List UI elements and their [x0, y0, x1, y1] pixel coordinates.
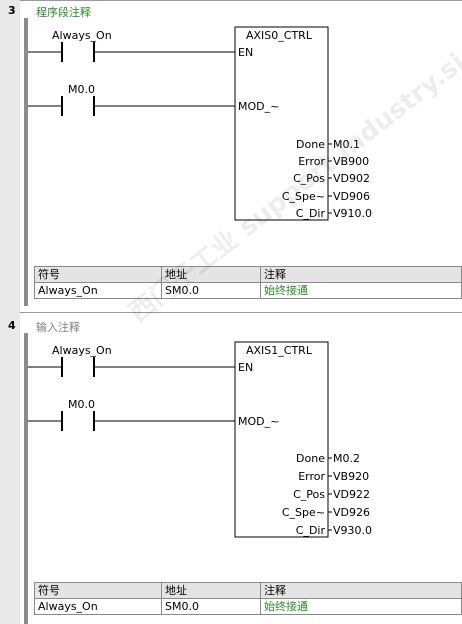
block-4-input-mod: MOD_~: [238, 415, 280, 428]
network-4-power-rail: [24, 333, 28, 624]
network-3-comment[interactable]: 程序段注释: [36, 6, 91, 19]
network-3-separator: [20, 0, 462, 1]
network-4-symbol-table: 符号 地址 注释 Always_On SM0.0 始终接通: [34, 582, 462, 615]
block-4-value-cspe[interactable]: VD926: [333, 506, 370, 519]
block-4-value-done[interactable]: M0.2: [333, 452, 360, 465]
block-3-value-cdir[interactable]: V910.0: [333, 207, 373, 220]
network-3-power-rail: [24, 18, 28, 306]
block-4-pin-cpos: C_Pos: [293, 488, 325, 501]
block-3-pin-done: Done: [296, 138, 325, 151]
symbol-table-cell-address[interactable]: SM0.0: [161, 282, 261, 299]
block-3-input-mod: MOD_~: [238, 100, 280, 113]
symbol-table-cell-comment[interactable]: 始终接通: [260, 282, 462, 299]
block-4-pin-cdir: C_Dir: [295, 524, 325, 537]
block-4-pin-done: Done: [296, 452, 325, 465]
contact-3-always-on-label: Always_On: [52, 29, 112, 42]
symbol-table-header-symbol: 符号: [34, 582, 162, 599]
network-4-separator: [20, 312, 462, 313]
symbol-table-header-comment: 注释: [260, 266, 462, 283]
block-4-title: AXIS1_CTRL: [246, 344, 312, 357]
symbol-table-header-comment: 注释: [260, 582, 462, 599]
contact-4-m00-label: M0.0: [68, 398, 95, 411]
symbol-table-header-symbol: 符号: [34, 266, 162, 283]
symbol-table-cell-symbol[interactable]: Always_On: [34, 282, 162, 299]
block-3-input-en: EN: [238, 46, 254, 59]
block-4-pin-cspe: C_Spe~: [281, 506, 325, 519]
network-4-number: 4: [8, 319, 16, 332]
block-3-pin-cspe: C_Spe~: [281, 190, 325, 203]
block-3-value-cspe[interactable]: VD906: [333, 190, 370, 203]
block-3-pin-error: Error: [298, 155, 325, 168]
contact-3-m00-label: M0.0: [68, 83, 95, 96]
block-4-value-cdir[interactable]: V930.0: [333, 524, 373, 537]
symbol-table-header-address: 地址: [161, 582, 261, 599]
block-axis1-ctrl: [234, 341, 329, 538]
block-3-value-cpos[interactable]: VD902: [333, 172, 370, 185]
symbol-table-cell-address[interactable]: SM0.0: [161, 598, 261, 615]
block-3-pin-cpos: C_Pos: [293, 172, 325, 185]
block-axis0-ctrl: [234, 26, 329, 221]
symbol-table-cell-symbol[interactable]: Always_On: [34, 598, 162, 615]
block-4-input-en: EN: [238, 361, 254, 374]
symbol-table-cell-comment[interactable]: 始终接通: [260, 598, 462, 615]
network-4-comment[interactable]: 输入注释: [36, 321, 80, 334]
network-3-symbol-table: 符号 地址 注释 Always_On SM0.0 始终接通: [34, 266, 462, 299]
block-4-value-cpos[interactable]: VD922: [333, 488, 370, 501]
block-3-value-done[interactable]: M0.1: [333, 138, 360, 151]
block-4-value-error[interactable]: VB920: [333, 470, 370, 483]
block-3-title: AXIS0_CTRL: [246, 29, 312, 42]
network-3-number: 3: [8, 4, 16, 17]
left-gutter: [0, 0, 20, 624]
block-3-pin-cdir: C_Dir: [295, 207, 325, 220]
contact-4-always-on-label: Always_On: [52, 344, 112, 357]
block-4-pin-error: Error: [298, 470, 325, 483]
symbol-table-header-address: 地址: [161, 266, 261, 283]
block-3-value-error[interactable]: VB900: [333, 155, 370, 168]
